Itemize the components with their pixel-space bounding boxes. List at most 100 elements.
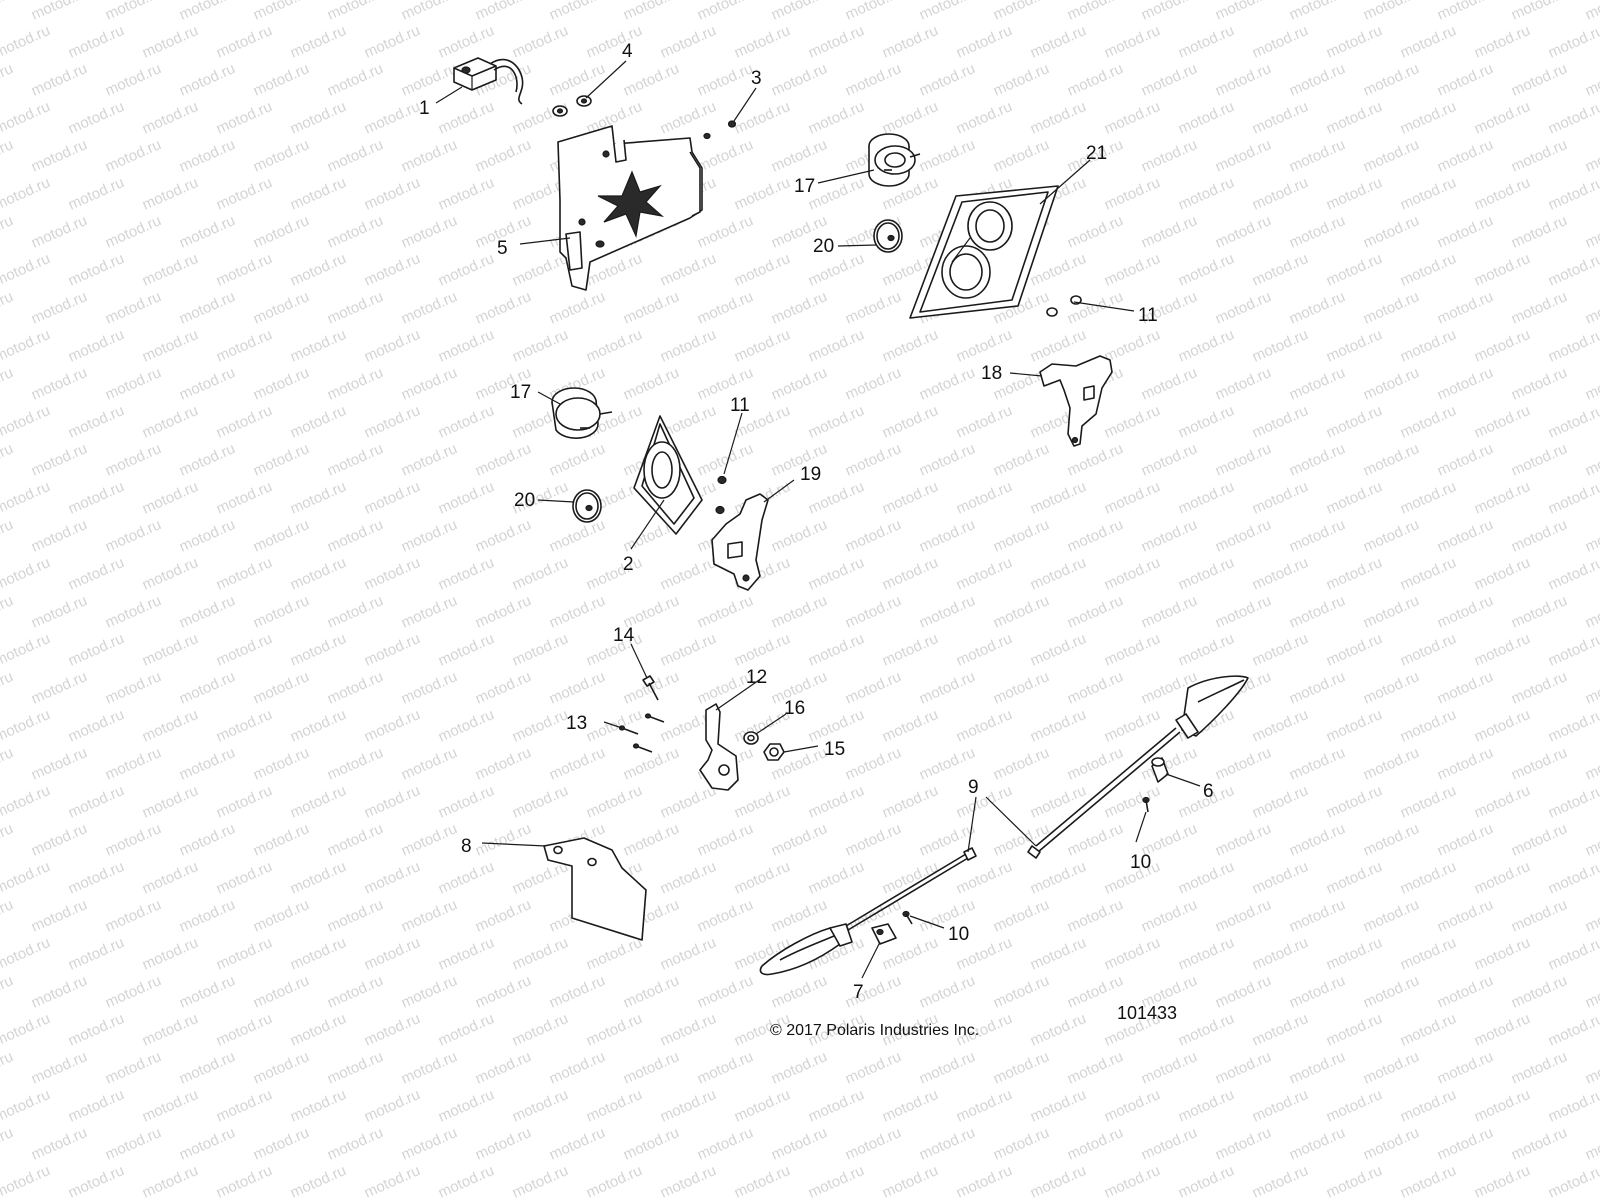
- watermark-text: motod.ru: [66, 98, 127, 138]
- watermark-text: motod.ru: [1324, 934, 1385, 974]
- watermark-text: motod.ru: [0, 972, 16, 1012]
- watermark-text: motod.ru: [66, 554, 127, 594]
- watermark-text: motod.ru: [140, 858, 201, 898]
- watermark-text: motod.ru: [0, 440, 16, 480]
- watermark-text: motod.ru: [1361, 136, 1422, 176]
- watermark-text: motod.ru: [140, 174, 201, 214]
- watermark-text: motod.ru: [1546, 326, 1600, 366]
- watermark-text: motod.ru: [954, 22, 1015, 62]
- watermark-text: motod.ru: [695, 896, 756, 936]
- watermark-text: motod.ru: [954, 706, 1015, 746]
- watermark-text: motod.ru: [0, 136, 16, 176]
- watermark-text: motod.ru: [1324, 402, 1385, 442]
- watermark-text: motod.ru: [1139, 440, 1200, 480]
- watermark-text: motod.ru: [1324, 630, 1385, 670]
- watermark-text: motod.ru: [917, 592, 978, 632]
- watermark-text: motod.ru: [0, 326, 53, 366]
- part-5-mounting-plate: [557, 125, 703, 291]
- watermark-text: motod.ru: [769, 896, 830, 936]
- part-14-bolt: [642, 675, 659, 701]
- watermark-text: motod.ru: [1509, 1048, 1570, 1088]
- watermark-text: motod.ru: [362, 934, 423, 974]
- watermark-text: motod.ru: [103, 364, 164, 404]
- watermark-text: motod.ru: [917, 1048, 978, 1088]
- watermark-text: motod.ru: [917, 136, 978, 176]
- watermark-text: motod.ru: [732, 98, 793, 138]
- watermark-text: motod.ru: [66, 1010, 127, 1050]
- watermark-text: motod.ru: [362, 22, 423, 62]
- watermark-text: motod.ru: [1213, 60, 1274, 100]
- watermark-text: motod.ru: [1583, 896, 1600, 936]
- watermark-text: motod.ru: [103, 288, 164, 328]
- watermark-text: motod.ru: [547, 0, 608, 24]
- watermark-text: motod.ru: [1287, 896, 1348, 936]
- watermark-text: motod.ru: [214, 706, 275, 746]
- watermark-text: motod.ru: [103, 972, 164, 1012]
- watermark-text: motod.ru: [658, 1086, 719, 1126]
- watermark-text: motod.ru: [251, 744, 312, 784]
- watermark-text: motod.ru: [1361, 0, 1422, 24]
- watermark-text: motod.ru: [621, 0, 682, 24]
- watermark-text: motod.ru: [584, 782, 645, 822]
- watermark-text: motod.ru: [1250, 98, 1311, 138]
- watermark-text: motod.ru: [917, 972, 978, 1012]
- watermark-text: motod.ru: [1398, 554, 1459, 594]
- watermark-text: motod.ru: [251, 364, 312, 404]
- watermark-text: motod.ru: [140, 1162, 201, 1200]
- watermark-text: motod.ru: [1324, 1162, 1385, 1200]
- watermark-text: motod.ru: [29, 668, 90, 708]
- watermark-text: motod.ru: [1324, 174, 1385, 214]
- watermark-text: motod.ru: [843, 668, 904, 708]
- watermark-text: motod.ru: [1139, 1048, 1200, 1088]
- watermark-text: motod.ru: [1065, 896, 1126, 936]
- watermark-text: motod.ru: [1139, 0, 1200, 24]
- watermark-text: motod.ru: [1435, 972, 1496, 1012]
- watermark-text: motod.ru: [769, 1048, 830, 1088]
- watermark-text: motod.ru: [214, 22, 275, 62]
- watermark-text: motod.ru: [880, 630, 941, 670]
- watermark-text: motod.ru: [954, 98, 1015, 138]
- watermark-text: motod.ru: [1435, 136, 1496, 176]
- watermark-text: motod.ru: [954, 858, 1015, 898]
- watermark-text: motod.ru: [1250, 250, 1311, 290]
- watermark-text: motod.ru: [1472, 98, 1533, 138]
- watermark-text: motod.ru: [991, 1048, 1052, 1088]
- watermark-text: motod.ru: [732, 858, 793, 898]
- watermark-text: motod.ru: [658, 250, 719, 290]
- watermark-text: motod.ru: [1472, 1162, 1533, 1200]
- watermark-text: motod.ru: [251, 1048, 312, 1088]
- watermark-text: motod.ru: [769, 820, 830, 860]
- watermark-text: motod.ru: [510, 934, 571, 974]
- part-16-washer: [743, 731, 759, 745]
- watermark-text: motod.ru: [917, 0, 978, 24]
- watermark-text: motod.ru: [1509, 288, 1570, 328]
- watermark-text: motod.ru: [473, 516, 534, 556]
- watermark-text: motod.ru: [66, 1086, 127, 1126]
- watermark-text: motod.ru: [436, 22, 497, 62]
- watermark-text: motod.ru: [29, 1124, 90, 1164]
- watermark-text: motod.ru: [1583, 744, 1600, 784]
- watermark-text: motod.ru: [1028, 554, 1089, 594]
- watermark-text: motod.ru: [658, 554, 719, 594]
- watermark-text: motod.ru: [399, 1124, 460, 1164]
- watermark-text: motod.ru: [991, 592, 1052, 632]
- watermark-text: motod.ru: [1583, 972, 1600, 1012]
- watermark-text: motod.ru: [1398, 402, 1459, 442]
- watermark-text: motod.ru: [1250, 1162, 1311, 1200]
- watermark-text: motod.ru: [1509, 668, 1570, 708]
- watermark-text: motod.ru: [806, 98, 867, 138]
- watermark-text: motod.ru: [1102, 478, 1163, 518]
- watermark-text: motod.ru: [177, 820, 238, 860]
- part-15-nut: [763, 743, 785, 761]
- watermark-text: motod.ru: [436, 1162, 497, 1200]
- watermark-text: motod.ru: [140, 402, 201, 442]
- watermark-text: motod.ru: [473, 0, 534, 24]
- part-21-lamp-housing: [909, 185, 1059, 319]
- watermark-text: motod.ru: [436, 250, 497, 290]
- watermark-text: motod.ru: [1583, 0, 1600, 24]
- watermark-text: motod.ru: [251, 288, 312, 328]
- callout-10b: 10: [948, 924, 969, 945]
- watermark-text: motod.ru: [1176, 98, 1237, 138]
- watermark-text: motod.ru: [1472, 782, 1533, 822]
- callout-16: 16: [784, 698, 805, 719]
